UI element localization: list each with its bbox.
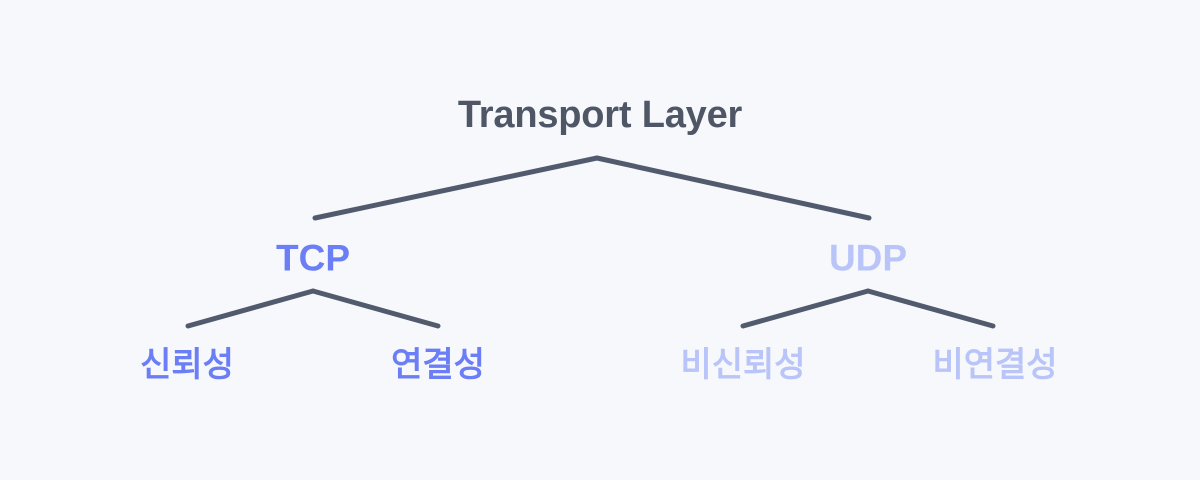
node-udp: UDP bbox=[828, 237, 908, 279]
edge-root-to-udp bbox=[594, 155, 872, 221]
edge-tcp-to-connection bbox=[310, 288, 441, 329]
edge-tcp-to-reliability bbox=[185, 288, 316, 329]
node-tcp: TCP bbox=[276, 237, 350, 279]
node-tcp-connection: 연결성 bbox=[391, 346, 485, 384]
node-udp-connectionless: 비연결성 bbox=[932, 346, 1058, 384]
edge-udp-to-connectionless bbox=[865, 288, 996, 329]
node-tcp-reliability: 신뢰성 bbox=[140, 346, 234, 384]
node-udp-unreliability: 비신뢰성 bbox=[680, 346, 806, 384]
edge-udp-to-unreliability bbox=[740, 288, 871, 329]
edge-root-to-tcp bbox=[312, 155, 600, 221]
node-transport-layer: Transport Layer bbox=[457, 94, 743, 136]
